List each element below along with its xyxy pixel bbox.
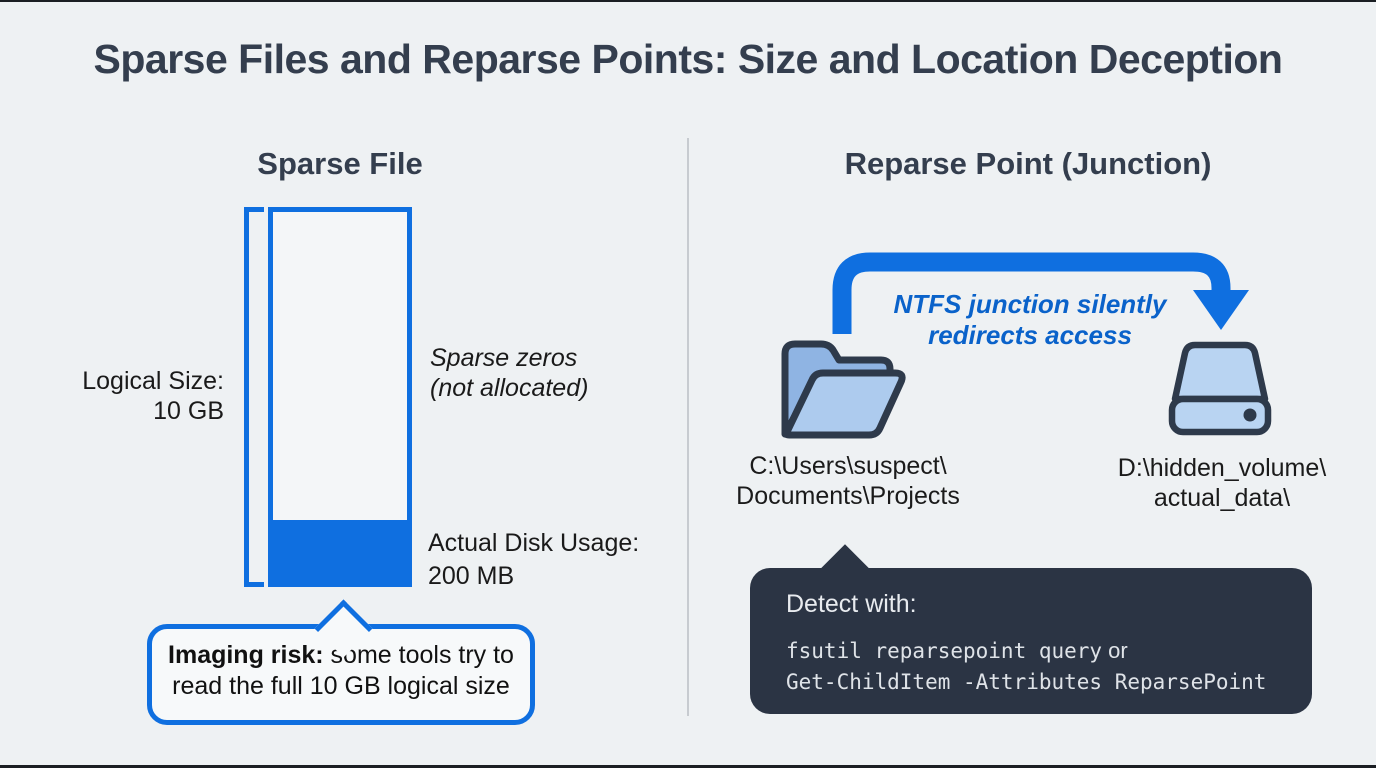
- reparse-point-heading: Reparse Point (Junction): [844, 146, 1212, 181]
- detect-connector: or: [1108, 638, 1128, 663]
- arrow-caption: NTFS junction silently redirects access: [893, 289, 1167, 350]
- detect-command-2: Get-ChildItem -Attributes ReparsePoint: [786, 670, 1267, 694]
- source-path-label: C:\Users\suspect\ Documents\Projects: [736, 452, 960, 510]
- imaging-risk-callout: Imaging risk: some tools try to read the…: [147, 624, 535, 725]
- detect-label: Detect with:: [786, 590, 917, 618]
- actual-disk-usage-label: Actual Disk Usage: 200 MB: [428, 529, 640, 590]
- detect-command-1: fsutil reparsepoint query: [786, 639, 1103, 663]
- imaging-risk-line2: read the full 10 GB logical size: [172, 672, 510, 700]
- imaging-risk-bold: Imaging risk:: [168, 641, 324, 669]
- top-edge-strip: [0, 0, 1376, 2]
- sparse-file-bar: [268, 207, 412, 587]
- junction-redirect-arrow-icon: [832, 252, 1249, 334]
- sparse-zeros-label: Sparse zeros (not allocated): [430, 344, 589, 402]
- logical-size-bracket: [244, 207, 264, 587]
- sparse-file-heading: Sparse File: [257, 146, 423, 181]
- bottom-edge-strip: [0, 765, 1376, 768]
- logical-size-label: Logical Size: 10 GB: [82, 367, 224, 425]
- target-path-label: D:\hidden_volume\ actual_data\: [1117, 454, 1327, 512]
- panel-divider: [687, 138, 689, 716]
- page-title: Sparse Files and Reparse Points: Size an…: [93, 36, 1283, 82]
- folder-icon: [781, 340, 906, 439]
- drive-icon: [1168, 341, 1272, 436]
- imaging-risk-rest: some tools try to: [323, 641, 514, 669]
- actual-usage-fill: [273, 520, 407, 582]
